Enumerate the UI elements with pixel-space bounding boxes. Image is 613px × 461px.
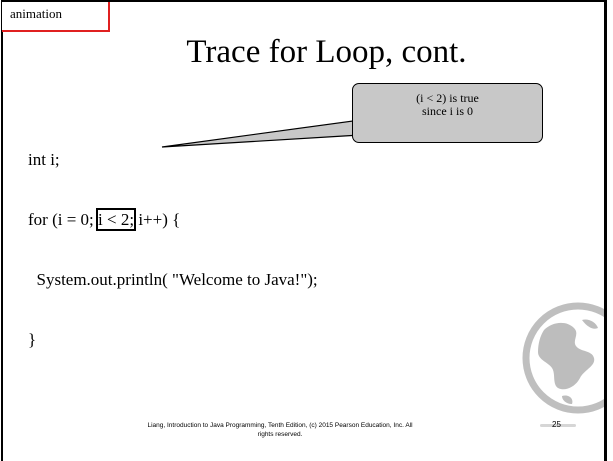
callout-line-2: since i is 0 <box>422 104 473 118</box>
slide-border-left <box>1 0 3 461</box>
footer-line-1: Liang, Introduction to Java Programming,… <box>147 422 413 429</box>
page-number: 25 <box>552 420 561 429</box>
code-line-4: } <box>28 330 37 349</box>
code-line-2-pre: for (i = 0; <box>28 210 99 229</box>
callout-box: (i < 2) is true since i is 0 <box>352 83 543 143</box>
footer-copyright: Liang, Introduction to Java Programming,… <box>120 421 440 439</box>
code-line-2: for (i = 0; i < 2; i++) { <box>28 208 318 231</box>
animation-tag-label: animation <box>10 6 62 21</box>
code-line-2-post: i++) { <box>134 210 181 229</box>
animation-tag: animation <box>2 2 110 32</box>
footer-line-2: rights reserved. <box>257 431 303 438</box>
callout-line-1: (i < 2) is true <box>416 91 479 105</box>
slide-title: Trace for Loop, cont. <box>186 34 467 70</box>
slide-border-right <box>604 0 607 461</box>
code-line-1: int i; <box>28 150 60 169</box>
code-block: int i; for (i = 0; i < 2; i++) { System.… <box>28 110 318 390</box>
page-number-bar <box>540 424 576 427</box>
slide-border-top <box>1 0 607 2</box>
globe-icon <box>522 302 604 414</box>
condition-highlight-box: i < 2; <box>96 208 137 231</box>
code-line-3: System.out.println( "Welcome to Java!"); <box>28 270 318 289</box>
